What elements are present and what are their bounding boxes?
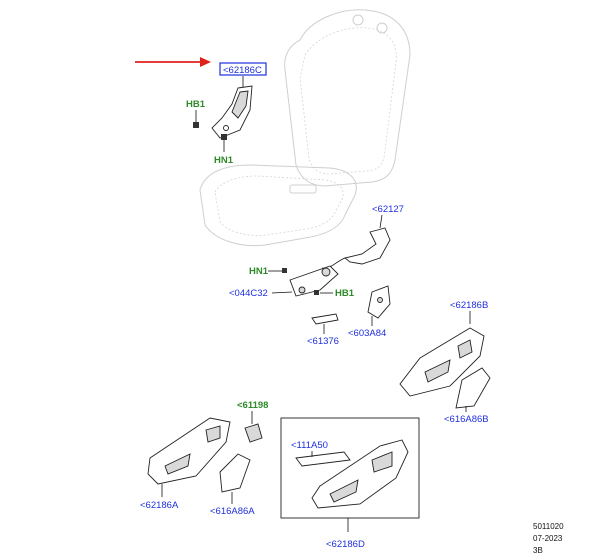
callout-62186d[interactable]: <62186D <box>326 539 365 550</box>
switch-61198 <box>244 423 263 443</box>
callout-111a50[interactable]: <111A50 <box>291 440 328 451</box>
callout-61198[interactable]: <61198 <box>237 400 268 411</box>
bracket-603a84 <box>367 285 391 319</box>
callout-hn1-top[interactable]: HN1 <box>214 155 234 166</box>
highlighted-part-box <box>219 62 267 76</box>
callout-hb1-mid[interactable]: HB1 <box>335 288 355 299</box>
upper-trim-bracket <box>211 76 253 139</box>
recliner-mechanism-044c32 <box>289 265 339 297</box>
callout-61376[interactable]: <61376 <box>307 336 339 347</box>
diagram-code-line1: 5011020 <box>533 522 564 531</box>
callout-62186c[interactable]: <62186C <box>223 65 262 76</box>
diagram-code-line3: 3B <box>533 546 543 555</box>
group-box-62186d <box>280 417 420 519</box>
side-shield-62186a <box>147 417 231 485</box>
callout-62186a[interactable]: <62186A <box>140 500 179 511</box>
callout-616a86b[interactable]: <616A86B <box>444 414 489 425</box>
callout-hb1-top[interactable]: HB1 <box>186 99 206 110</box>
callout-044c32[interactable]: <044C32 <box>229 288 268 299</box>
trim-cover-616a86a <box>219 453 251 493</box>
side-shield-62186b <box>399 327 485 397</box>
callout-62186b[interactable]: <62186B <box>450 300 488 311</box>
adjuster-link-62127 <box>321 227 391 269</box>
callout-hn1-mid[interactable]: HN1 <box>249 266 269 277</box>
bolt-hb1-top <box>193 122 199 128</box>
callout-603a84[interactable]: <603A84 <box>348 328 386 339</box>
red-pointer-arrow <box>135 57 211 67</box>
handle-111a50 <box>295 451 351 467</box>
nut-hn1-mid <box>282 268 287 273</box>
callout-616a86a[interactable]: <616A86A <box>210 506 255 517</box>
trim-cover-616a86b <box>455 367 491 409</box>
handle-61376 <box>311 313 339 325</box>
bolt-hb1-mid <box>314 290 319 295</box>
seat-back-outline <box>284 9 411 187</box>
callout-62127[interactable]: <62127 <box>372 204 404 215</box>
nut-hn1-top <box>221 134 227 140</box>
seat-cushion-outline <box>199 164 357 247</box>
diagram-code-line2: 07-2023 <box>533 534 563 543</box>
side-shield-62186d <box>311 439 409 509</box>
